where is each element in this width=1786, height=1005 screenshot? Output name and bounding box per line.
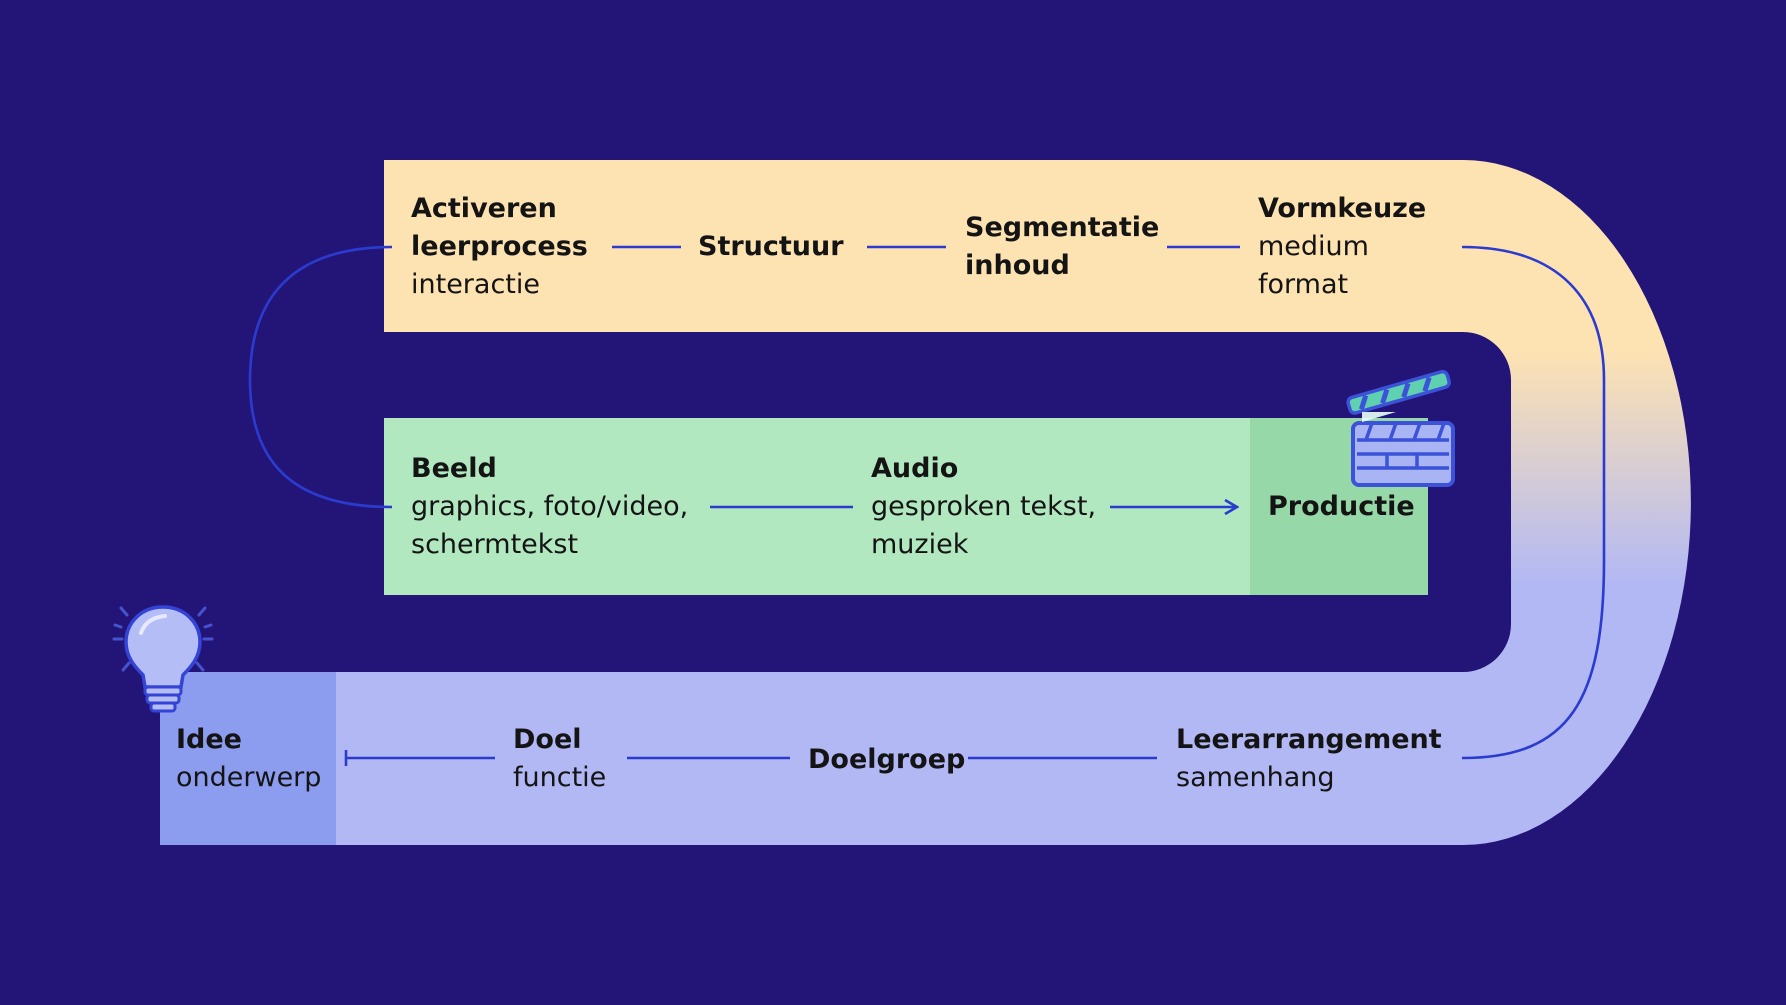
node-segmentatie: Segmentatie inhoud bbox=[965, 209, 1159, 285]
node-segmentatie-title-line2: inhoud bbox=[965, 250, 1070, 281]
node-idee-subtitle: onderwerp bbox=[176, 762, 322, 793]
node-idee: Idee onderwerp bbox=[176, 721, 321, 797]
track-left-curve bbox=[160, 160, 385, 595]
track-right-curve bbox=[1463, 160, 1691, 845]
idee-block bbox=[160, 672, 336, 845]
node-audio-title: Audio bbox=[871, 453, 959, 484]
node-activeren-subtitle: interactie bbox=[411, 269, 541, 300]
lightbulb-icon bbox=[112, 605, 214, 713]
connector-curve-leerarrangement-vormkeuze bbox=[1461, 245, 1606, 760]
node-leerarrangement: Leerarrangement samenhang bbox=[1176, 721, 1442, 797]
node-vormkeuze-title: Vormkeuze bbox=[1258, 193, 1427, 224]
node-vormkeuze-subtitle-line2: format bbox=[1258, 269, 1349, 300]
node-structuur: Structuur bbox=[698, 228, 844, 266]
node-beeld-subtitle: graphics, foto/video, bbox=[411, 491, 689, 522]
node-beeld: Beeld graphics, foto/video, schermtekst bbox=[411, 450, 688, 564]
node-audio-subtitle: gesproken tekst, bbox=[871, 491, 1097, 522]
node-vormkeuze-subtitle: medium bbox=[1258, 231, 1369, 262]
node-leerarrangement-title: Leerarrangement bbox=[1176, 724, 1442, 755]
node-activeren: Activeren leerprocess interactie bbox=[411, 190, 588, 304]
node-beeld-title: Beeld bbox=[411, 453, 497, 484]
node-activeren-title: Activeren bbox=[411, 193, 557, 224]
node-idee-title: Idee bbox=[176, 724, 242, 755]
node-doel: Doel functie bbox=[513, 721, 606, 797]
clapperboard-icon bbox=[1346, 369, 1455, 487]
node-doelgroep: Doelgroep bbox=[808, 741, 965, 779]
node-doel-title: Doel bbox=[513, 724, 582, 755]
node-segmentatie-title: Segmentatie bbox=[965, 212, 1160, 243]
node-structuur-title: Structuur bbox=[698, 231, 844, 262]
node-audio-subtitle-line2: muziek bbox=[871, 529, 969, 560]
node-doelgroep-title: Doelgroep bbox=[808, 744, 966, 775]
node-beeld-subtitle-line2: schermtekst bbox=[411, 529, 579, 560]
connector-curve-activeren-beeld bbox=[248, 245, 393, 509]
node-activeren-title-line2: leerprocess bbox=[411, 231, 588, 262]
node-productie-title: Productie bbox=[1268, 491, 1415, 522]
node-productie: Productie bbox=[1268, 488, 1415, 526]
node-leerarrangement-subtitle: samenhang bbox=[1176, 762, 1335, 793]
node-doel-subtitle: functie bbox=[513, 762, 607, 793]
node-vormkeuze: Vormkeuze medium format bbox=[1258, 190, 1426, 304]
node-audio: Audio gesproken tekst, muziek bbox=[871, 450, 1096, 564]
